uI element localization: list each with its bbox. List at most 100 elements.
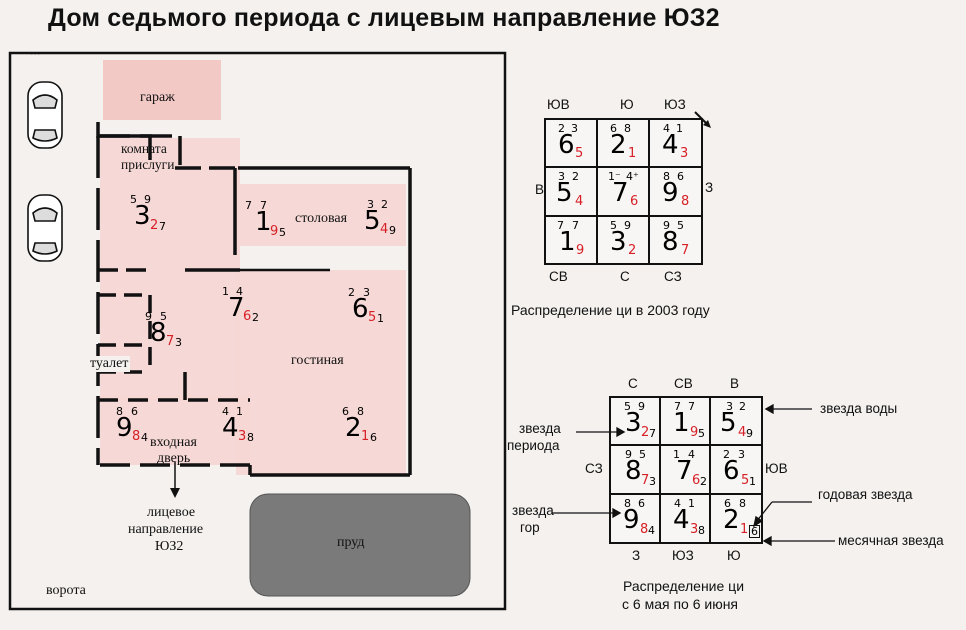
period-star: 9 — [623, 505, 640, 535]
gridm-label-e: В — [730, 376, 740, 391]
water-star-label: звезда воды — [820, 401, 898, 416]
gridm-caption-2: с 6 мая по 6 июня — [622, 596, 739, 612]
monthly-star: 7 — [649, 427, 656, 440]
water-star: 9 — [624, 219, 631, 232]
gridm-cell-se: 2 3 6 5 1 — [709, 444, 763, 495]
annual-star: 2 — [150, 218, 159, 233]
water-star: 1 — [676, 122, 683, 135]
living-label: гостиная — [291, 353, 344, 368]
water-star: 3 — [571, 122, 578, 135]
annual-star: 4 — [575, 194, 584, 209]
grid2003-cell-e: 3 2 5 4 — [544, 166, 598, 217]
monthly-star: 4 — [648, 524, 655, 537]
grid2003-label-se: ЮВ — [547, 97, 570, 112]
car-bottom-icon — [27, 194, 63, 262]
annual-star: 4 — [380, 222, 389, 237]
grid2003-label-n: С — [620, 269, 630, 284]
gridm-label-w: З — [632, 548, 641, 563]
monthly-star: 3 — [649, 475, 656, 488]
annual-star-label: годовая звезда — [818, 487, 913, 502]
annual-star: 8 — [681, 194, 690, 209]
water-star-arrowhead — [764, 403, 774, 415]
water-star: 7 — [688, 400, 695, 413]
period-star-label-2: периода — [507, 438, 560, 453]
mountain-star: 7 — [245, 199, 252, 212]
annual-star-arrowhead — [753, 515, 764, 528]
water-star: 3 — [363, 286, 370, 299]
mountain-star: 5 — [610, 219, 617, 232]
monthly-star: 4 — [141, 431, 148, 444]
gridm-label-nw: СЗ — [585, 461, 603, 476]
mountain-star: 6 — [724, 497, 731, 510]
water-star: 9 — [638, 400, 645, 413]
monthly-star: 2 — [700, 475, 707, 488]
water-star: 7 — [572, 219, 579, 232]
mountain-star: 5 — [624, 400, 631, 413]
period-star: 6 — [558, 130, 575, 160]
monthly-star: 6 — [370, 431, 377, 444]
period-star: 1 — [673, 408, 690, 438]
mountain-star: 4 — [674, 497, 681, 510]
water-star: 6 — [131, 405, 138, 418]
grid2003-cell-w: 8 6 9 8 — [648, 166, 703, 217]
annual-star: 7 — [166, 334, 175, 349]
gridm-cell-center: 1 4 7 6 2 — [659, 444, 711, 495]
water-star: 8 — [357, 405, 364, 418]
period-star-arrowhead — [616, 426, 626, 438]
annual-star: 5 — [575, 146, 584, 161]
annual-star: 3 — [680, 146, 689, 161]
mountain-star: 2 — [723, 448, 730, 461]
period-star: 4 — [673, 505, 690, 535]
gridm-label-n: С — [628, 376, 638, 391]
mountain-star-label-2: гор — [520, 520, 540, 535]
period-star: 1 — [255, 207, 272, 237]
property-border — [8, 51, 507, 611]
monthly-star: 3 — [175, 336, 182, 349]
annual-star: 3 — [690, 522, 699, 537]
monthly-star-label: месячная звезда — [838, 533, 944, 548]
annual-star: 8 — [640, 522, 649, 537]
annual-star: 4 — [738, 425, 747, 440]
annual-star: 5 — [368, 310, 377, 325]
annual-star: 5 — [741, 473, 750, 488]
annual-star: 6 — [630, 194, 639, 209]
bleed-line: ... — [30, 44, 41, 58]
mountain-star: 1⁻ — [608, 170, 621, 183]
period-star: 7 — [228, 293, 245, 323]
grid2003-cell-se: 2 3 6 5 — [544, 118, 598, 168]
grid2003-cell-nw: 9 5 8 7 — [648, 215, 703, 265]
grid-month: 5 9 3 2 7 7 7 1 9 5 3 2 5 4 9 9 5 8 7 3 … — [609, 396, 763, 544]
water-star: 5 — [677, 219, 684, 232]
gridm-cell-s: 6 8 2 1 6 — [709, 493, 763, 544]
house-walls — [96, 122, 412, 477]
period-star: 2 — [345, 413, 362, 443]
mountain-star: 6 — [342, 405, 349, 418]
monthly-star: 1 — [749, 475, 756, 488]
mountain-star: 2 — [558, 122, 565, 135]
gridm-label-se: ЮВ — [765, 461, 788, 476]
grid2003-cell-sw: 4 1 4 3 — [648, 118, 703, 168]
garage-shading — [103, 60, 221, 120]
period-star: 5 — [720, 408, 737, 438]
annual-star: 6 — [692, 473, 701, 488]
water-star: 4 — [236, 285, 243, 298]
living-shading — [236, 270, 406, 475]
period-star: 2 — [610, 130, 627, 160]
mountain-star: 2 — [348, 286, 355, 299]
mountain-star: 1 — [673, 448, 680, 461]
annual-star: 3 — [238, 429, 247, 444]
monthly-star-arrowhead — [762, 535, 772, 547]
grid2003-label-ne: СВ — [549, 269, 568, 284]
period-star: 3 — [610, 227, 627, 257]
annual-star: 2 — [641, 425, 650, 440]
water-star: 4 — [688, 448, 695, 461]
mountain-star: 9 — [145, 310, 152, 323]
mountain-star: 3 — [726, 400, 733, 413]
period-star: 8 — [150, 318, 167, 348]
mountain-star: 9 — [663, 219, 670, 232]
monthly-star: 1 — [377, 312, 384, 325]
gridm-label-ne: СВ — [674, 376, 693, 391]
period-star: 4 — [662, 130, 679, 160]
water-star: 8 — [739, 497, 746, 510]
